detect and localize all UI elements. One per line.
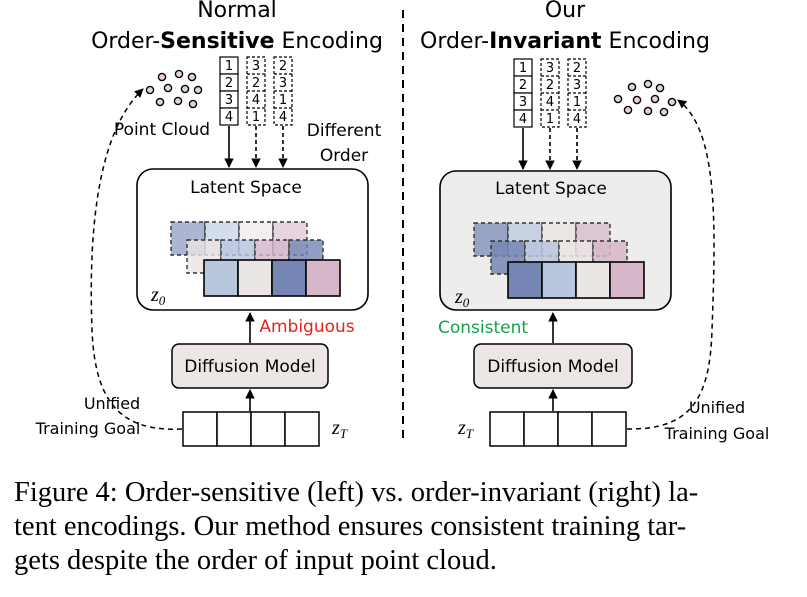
svg-text:4: 4 <box>279 110 287 125</box>
caption-line-1: Figure 4: Order-sensitive (left) vs. ord… <box>14 477 699 508</box>
right-order-column-2: 3 2 4 1 <box>540 58 560 128</box>
caption-line-3: gets despite the order of input point cl… <box>14 545 497 576</box>
svg-text:1: 1 <box>546 112 554 127</box>
svg-text:4: 4 <box>573 112 581 127</box>
left-panel: Normal Order-Sensitive Encoding Point Cl… <box>35 0 383 447</box>
left-different-order-line1: Different <box>307 121 382 141</box>
figure-caption: Figure 4: Order-sensitive (left) vs. ord… <box>14 476 794 578</box>
caption-line-2: tent encodings. Our method ensures consi… <box>14 511 687 542</box>
left-different-order-line2: Order <box>320 146 368 166</box>
svg-text:1: 1 <box>252 110 260 125</box>
svg-text:1: 1 <box>225 59 233 74</box>
svg-text:2: 2 <box>252 76 260 91</box>
left-training-goal-curve <box>90 88 183 430</box>
svg-text:3: 3 <box>279 76 287 91</box>
right-point-cloud <box>613 79 677 117</box>
svg-text:2: 2 <box>573 61 581 76</box>
right-goal-line1: Unified <box>689 398 745 417</box>
svg-text:4: 4 <box>252 93 260 108</box>
right-status-label: Consistent <box>438 318 528 338</box>
right-title-line1: Our <box>545 0 586 23</box>
left-goal-line2: Training Goal <box>35 419 141 438</box>
svg-text:3: 3 <box>225 93 233 108</box>
right-z0-label: z0 <box>454 286 470 310</box>
left-order-column-2: 3 2 4 1 <box>246 56 266 126</box>
right-order-column-3: 2 3 1 4 <box>567 58 587 128</box>
right-diffusion-model-box <box>473 343 633 389</box>
left-latent-front-row <box>203 259 341 297</box>
right-title-line2: Order-Invariant Encoding <box>420 29 710 54</box>
right-latent-front-row <box>507 261 645 299</box>
order-encoding-diagram: Normal Order-Sensitive Encoding Point Cl… <box>35 0 770 447</box>
right-zt-blocks <box>489 411 627 447</box>
right-goal-line2: Training Goal <box>664 424 770 443</box>
svg-text:2: 2 <box>279 59 287 74</box>
svg-text:1: 1 <box>573 95 581 110</box>
left-order-columns: 1 2 3 4 3 2 4 1 2 3 <box>219 56 293 126</box>
svg-text:4: 4 <box>546 95 554 110</box>
svg-text:2: 2 <box>225 76 233 91</box>
svg-text:4: 4 <box>225 110 233 125</box>
left-order-column-1: 1 2 3 4 <box>219 56 239 126</box>
left-zt-blocks <box>182 411 320 447</box>
svg-text:3: 3 <box>519 95 527 110</box>
left-diffusion-model-box <box>171 343 329 389</box>
svg-text:1: 1 <box>279 93 287 108</box>
right-order-column-1: 1 2 3 4 <box>513 58 533 128</box>
left-latent-space-label: Latent Space <box>190 178 302 198</box>
left-goal-line1: Unified <box>84 394 140 413</box>
right-diffusion-model-label: Diffusion Model <box>487 357 619 377</box>
left-diffusion-model-label: Diffusion Model <box>184 357 316 377</box>
svg-text:3: 3 <box>252 59 260 74</box>
left-order-column-3: 2 3 1 4 <box>273 56 293 126</box>
svg-text:3: 3 <box>546 61 554 76</box>
left-point-cloud <box>145 69 203 109</box>
right-panel: Our Order-Invariant Encoding 1 2 3 4 <box>420 0 770 447</box>
svg-text:2: 2 <box>519 78 527 93</box>
left-title-line1: Normal <box>197 0 277 23</box>
svg-text:3: 3 <box>573 78 581 93</box>
right-latent-space-label: Latent Space <box>495 179 607 199</box>
left-z0-label: z0 <box>150 284 166 308</box>
svg-text:2: 2 <box>546 78 554 93</box>
left-zt-label: zT <box>331 417 348 441</box>
right-zt-label: zT <box>457 417 474 441</box>
left-status-label: Ambiguous <box>259 317 354 337</box>
svg-text:4: 4 <box>519 112 527 127</box>
right-order-columns: 1 2 3 4 3 2 4 1 2 3 <box>513 58 587 128</box>
left-title-line2: Order-Sensitive Encoding <box>91 29 383 54</box>
svg-text:1: 1 <box>519 61 527 76</box>
left-point-cloud-label: Point Cloud <box>114 120 210 140</box>
